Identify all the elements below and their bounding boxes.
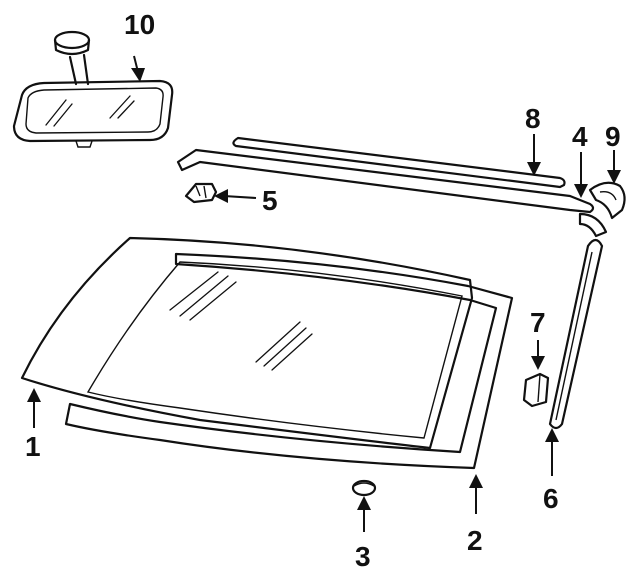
upper-molding-strip xyxy=(232,136,566,189)
callout-6: 6 xyxy=(543,483,559,514)
molding-corner-joint xyxy=(578,212,608,238)
callout-3: 3 xyxy=(355,541,371,572)
side-molding xyxy=(548,238,604,430)
molding-clip xyxy=(184,182,218,204)
callout-5: 5 xyxy=(262,185,278,216)
callout-4: 4 xyxy=(572,121,588,152)
weatherstrip-seal xyxy=(64,252,514,470)
callout-2: 2 xyxy=(467,525,483,556)
callout-7: 7 xyxy=(530,307,546,338)
callout-9: 9 xyxy=(605,121,621,152)
callout-labels: 10 8 4 9 5 7 1 6 2 3 xyxy=(25,9,621,572)
reveal-molding xyxy=(176,148,595,214)
corner-cap xyxy=(588,181,626,220)
rear-view-mirror xyxy=(12,30,174,148)
windshield-glass xyxy=(20,236,474,450)
stop-pad xyxy=(351,479,377,497)
callout-1: 1 xyxy=(25,431,41,462)
callout-8: 8 xyxy=(525,103,541,134)
leader-lines xyxy=(27,55,621,532)
callout-10: 10 xyxy=(124,9,155,40)
spacer-block xyxy=(522,372,550,408)
